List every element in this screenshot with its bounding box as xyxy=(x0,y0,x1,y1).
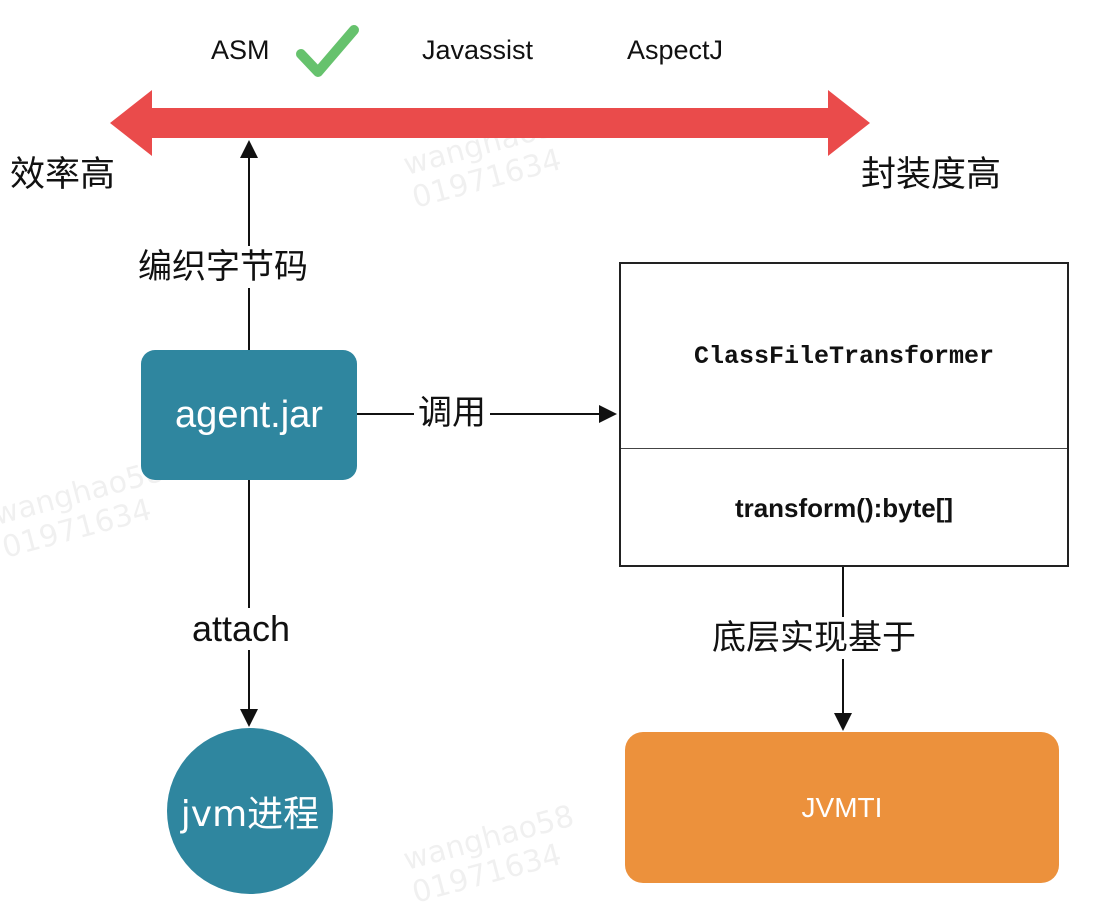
jvm-process-label: jvm进程 xyxy=(180,794,320,835)
jvmti-node: JVMTI xyxy=(625,732,1059,883)
library-label-asm: ASM xyxy=(211,35,270,65)
jvm-process-node: jvm进程 xyxy=(167,728,333,894)
jvmti-label: JVMTI xyxy=(801,791,883,823)
based-on-arrowhead-icon xyxy=(834,713,852,731)
attach-label: attach xyxy=(188,608,295,650)
invoke-label: 调用 xyxy=(414,392,490,434)
efficiency-high-label: 效率高 xyxy=(10,155,116,195)
agent-jar-label: agent.jar xyxy=(175,393,323,436)
checkmark-icon xyxy=(296,25,359,77)
invoke-arrowhead-icon xyxy=(599,405,617,423)
attach-arrowhead-icon xyxy=(240,709,258,727)
library-label-aspectj: AspectJ xyxy=(627,35,724,65)
based-on-label: 底层实现基于 xyxy=(708,617,920,659)
class-divider xyxy=(621,448,1067,449)
class-name-label: ClassFileTransformer xyxy=(693,341,995,371)
weave-bytecode-label: 编织字节码 xyxy=(134,246,312,288)
weave-arrowhead-icon xyxy=(240,140,258,158)
agent-jar-node: agent.jar xyxy=(141,350,357,480)
spectrum-double-arrow xyxy=(110,90,870,156)
class-method-label: transform():byte[] xyxy=(734,492,954,523)
encapsulation-high-label: 封装度高 xyxy=(861,155,1002,195)
class-file-transformer-box: ClassFileTransformer transform():byte[] xyxy=(619,262,1069,567)
library-label-javassist: Javassist xyxy=(422,35,534,65)
